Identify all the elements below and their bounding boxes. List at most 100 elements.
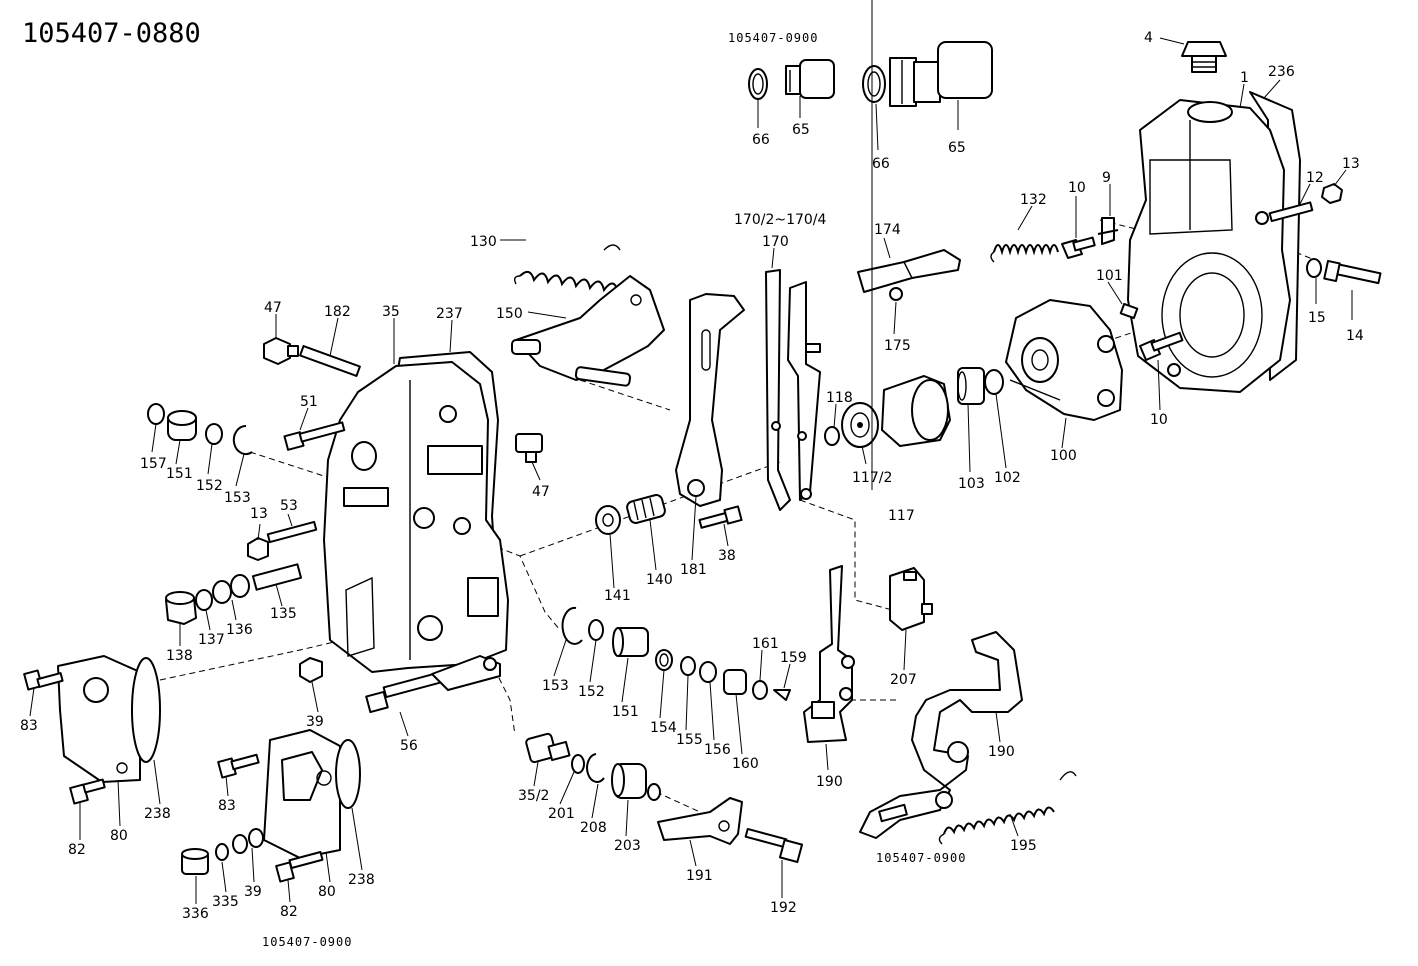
label-195: 195 [1010,838,1037,854]
label-203: 203 [614,838,641,854]
part-118-washer [824,426,840,446]
label-14: 14 [1346,328,1364,344]
label-65: 65 [792,122,810,138]
label-138: 138 [166,648,193,664]
label-35: 35 [382,304,400,320]
part-39-nut-left [299,657,323,683]
label-160: 160 [732,756,759,772]
label-82: 82 [68,842,86,858]
label-10: 10 [1150,412,1168,428]
part-137-washer [195,589,213,611]
part-47-bolt-right [515,433,543,463]
label-181: 181 [680,562,707,578]
label-208: 208 [580,820,607,836]
label-38: 38 [718,548,736,564]
part-336-cap [181,848,209,875]
part-152-ring-bottom [588,619,604,641]
label-132: 132 [1020,192,1047,208]
part-203-bushing [611,763,647,799]
label-201: 201 [548,806,575,822]
variant-note-top: 105407-0900 [728,31,818,45]
label-83: 83 [218,798,236,814]
label-12: 12 [1306,170,1324,186]
label-137: 137 [198,632,225,648]
part-1-governor-housing [1127,99,1291,393]
part-152-ring-top [205,423,223,445]
part-53-stud [266,520,318,544]
label-51: 51 [300,394,318,410]
label-10: 10 [1068,180,1086,196]
part-181-floating-lever [675,293,745,507]
label-130: 130 [470,234,497,250]
part-182-pin [299,345,361,377]
part-138-cap [165,591,197,625]
label-161: 161 [752,636,779,652]
part-103-sleeve [957,367,985,405]
part-161-washer [752,680,768,700]
label-80: 80 [318,884,336,900]
label-80: 80 [110,828,128,844]
part-39-nut-variant [232,828,264,854]
part-195-spring [938,771,1077,845]
part-156-washer [699,661,717,683]
label-103: 103 [958,476,985,492]
part-157-gasket [147,403,165,425]
label-39: 39 [244,884,262,900]
part-150-control-lever [511,275,665,387]
part-153-circlip-bottom [561,606,583,645]
label-66: 66 [872,156,890,172]
label-159: 159 [780,650,807,666]
label-154: 154 [650,720,677,736]
part-207-switch [889,567,933,631]
leader-lines [29,0,1353,904]
label-151: 151 [166,466,193,482]
part-82-bolt-variant [275,850,324,883]
part-335-washer [215,843,229,861]
part-141-washer [595,505,621,535]
part-140-spring-screw [626,494,666,524]
part-14-bolt [1323,259,1382,285]
label-174: 174 [874,222,901,238]
label-238: 238 [348,872,375,888]
label-170: 170 [762,234,789,250]
part-190-lever-middle [803,565,855,743]
label-155: 155 [676,732,703,748]
part-56-bolt [365,671,442,714]
part-10-screw-top [1061,236,1096,259]
part-66-gasket-small [748,68,768,100]
part-170-tension-lever [765,269,821,511]
part-101-pin [1119,302,1139,320]
part-132-spring [990,244,1059,263]
label-15: 15 [1308,310,1326,326]
variant-note-bottom-left: 105407-0900 [262,935,352,949]
diagram-title: 105407-0880 [22,18,201,49]
part-174-plate [857,249,961,293]
label-66: 66 [752,132,770,148]
part-151-plug-top [167,410,197,441]
part-151-bushing-bottom [612,627,649,657]
part-155-washer [680,656,696,676]
part-201-ring [571,754,585,774]
part-number-labels: 4 1 236 12 13 66 65 66 65 170/2~170/4 17… [20,30,1364,922]
part-117-2-bearing [841,402,879,448]
label-192: 192 [770,900,797,916]
part-13-nut-left [247,537,269,561]
part-35-2-screw [525,732,571,764]
label-4: 4 [1144,30,1153,46]
part-80-cover-plate-variant [263,729,341,859]
part-175-nut [889,287,903,301]
label-152: 152 [196,478,223,494]
label-156: 156 [704,742,731,758]
part-15-washer [1306,258,1322,278]
part-208-circlip [586,753,605,783]
part-102-washer [984,369,1004,395]
label-140: 140 [646,572,673,588]
part-190-lever-variant [859,631,1023,839]
label-82: 82 [280,904,298,920]
part-100-flyweight-assembly [1005,299,1123,421]
label-182: 182 [324,304,351,320]
part-192-bolt [744,827,804,864]
label-53: 53 [280,498,298,514]
